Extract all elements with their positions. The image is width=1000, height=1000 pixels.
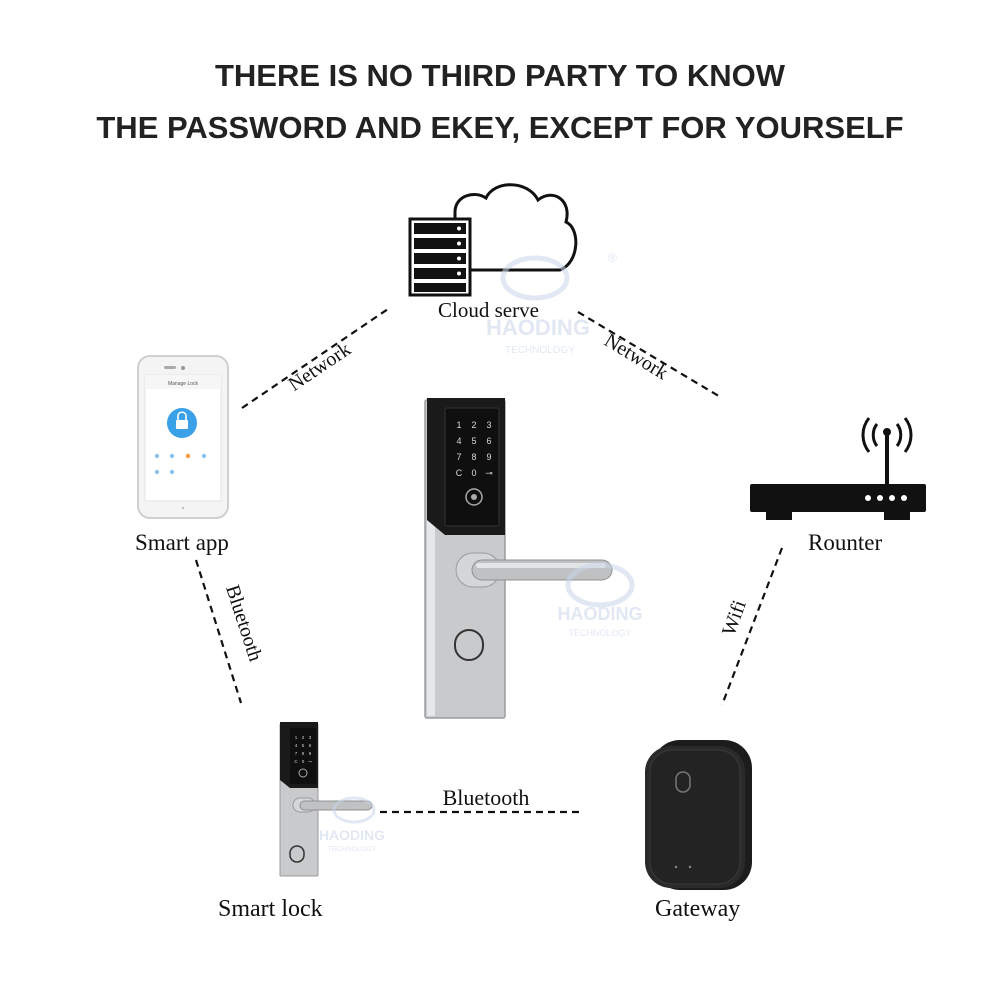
link-router-gateway-label: Wifi bbox=[718, 597, 751, 639]
smartphone-icon: Manage Lock bbox=[137, 355, 229, 519]
central-door-lock-image bbox=[424, 398, 613, 719]
watermark-logo-center: HAODING TECHNOLOGY bbox=[558, 562, 643, 638]
node-label-smart-app: Smart app bbox=[135, 530, 229, 555]
gateway-device-image bbox=[645, 740, 752, 890]
link-app-cloud-line bbox=[241, 308, 389, 409]
keypad-key-8: 8 bbox=[471, 452, 476, 462]
keypad-key-9: 9 bbox=[309, 751, 312, 756]
link-lock-gateway-label: Bluetooth bbox=[443, 785, 530, 810]
watermark-sub-top: TECHNOLOGY bbox=[505, 345, 575, 356]
keypad-key-3: 3 bbox=[309, 735, 312, 740]
link-app-cloud-label: Network bbox=[284, 338, 354, 395]
keypad-key-4: 4 bbox=[456, 436, 461, 446]
watermark-sub-center: TECHNOLOGY bbox=[568, 628, 631, 638]
headline-line-2: THE PASSWORD AND EKEY, EXCEPT FOR YOURSE… bbox=[96, 110, 904, 145]
keypad-key-2: 2 bbox=[471, 420, 476, 430]
keypad-key-7: 7 bbox=[456, 452, 461, 462]
keypad-key-11: 0 bbox=[302, 759, 305, 764]
watermark-logo-bottom: HAODING TECHNOLOGY bbox=[319, 796, 385, 853]
keypad-key-10: C bbox=[294, 759, 298, 764]
keypad-key-12: ⊸ bbox=[485, 468, 493, 478]
node-label-cloud: Cloud serve bbox=[438, 298, 539, 322]
keypad-key-3: 3 bbox=[486, 420, 491, 430]
keypad-key-6: 6 bbox=[486, 436, 491, 446]
keypad-key-7: 7 bbox=[295, 751, 298, 756]
keypad-key-9: 9 bbox=[486, 452, 491, 462]
keypad-key-10: C bbox=[456, 468, 463, 478]
watermark-reg-top: ® bbox=[608, 251, 617, 265]
link-cloud-router-label: Network bbox=[600, 329, 671, 384]
link-cloud-router-line bbox=[577, 311, 723, 399]
node-label-router: Rounter bbox=[808, 530, 883, 555]
link-router-gateway-line bbox=[720, 547, 784, 706]
small-smart-lock-image bbox=[279, 722, 373, 877]
keypad-key-6: 6 bbox=[309, 743, 312, 748]
keypad-key-1: 1 bbox=[295, 735, 298, 740]
watermark-brand-top: HAODING bbox=[486, 315, 590, 340]
cloud-server-icon bbox=[408, 183, 578, 297]
keypad-key-8: 8 bbox=[302, 751, 305, 756]
watermark-brand-center: HAODING bbox=[558, 604, 643, 624]
keypad-key-1: 1 bbox=[456, 420, 461, 430]
keypad-key-4: 4 bbox=[295, 743, 298, 748]
headline-line-1: THERE IS NO THIRD PARTY TO KNOW bbox=[214, 58, 786, 93]
keypad-key-5: 5 bbox=[471, 436, 476, 446]
node-label-gateway: Gateway bbox=[655, 896, 741, 922]
watermark-sub-bottom: TECHNOLOGY bbox=[327, 846, 376, 853]
node-label-smart-lock: Smart lock bbox=[218, 896, 323, 922]
link-app-lock-line bbox=[194, 559, 243, 704]
router-icon bbox=[750, 417, 926, 520]
keypad-key-12: ⊸ bbox=[308, 759, 312, 764]
watermark-brand-bottom: HAODING bbox=[319, 827, 385, 843]
phone-screen-title: Manage Lock bbox=[168, 381, 199, 387]
keypad-key-5: 5 bbox=[302, 743, 305, 748]
link-app-lock-label: Bluetooth bbox=[221, 582, 266, 664]
keypad-key-2: 2 bbox=[302, 735, 305, 740]
watermark-logo-top: HAODING TECHNOLOGY ® bbox=[486, 251, 617, 356]
keypad-key-11: 0 bbox=[471, 468, 476, 478]
